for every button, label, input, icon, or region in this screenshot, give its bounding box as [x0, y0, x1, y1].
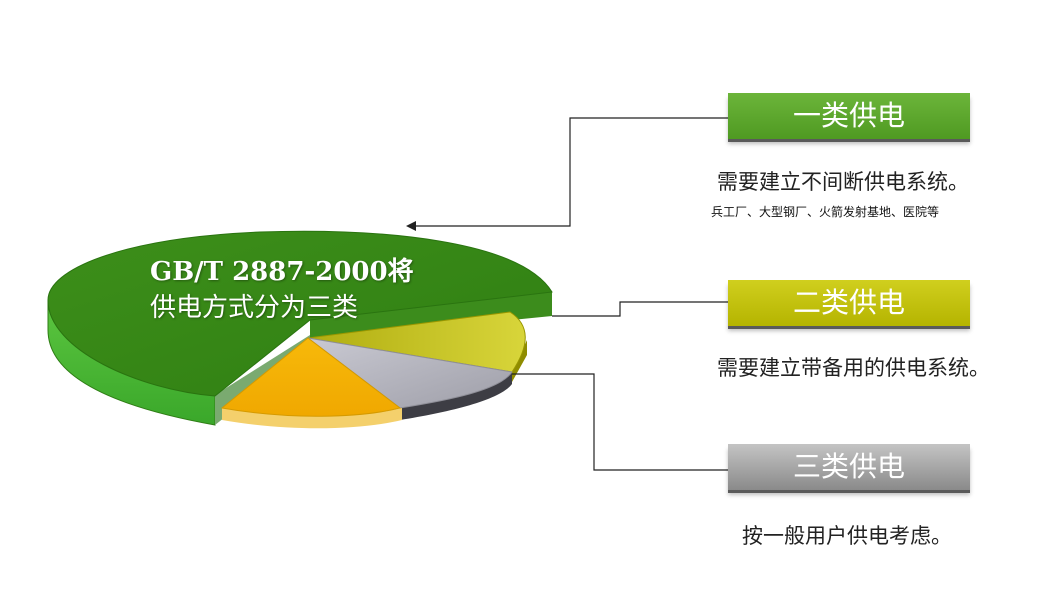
pie-slice-gold: [220, 337, 402, 417]
category-label-3: 三类供电: [728, 444, 970, 490]
connector-line-1: [412, 117, 730, 227]
pie-slice-olive: [307, 311, 526, 373]
category-label-1: 一类供电: [728, 93, 970, 139]
category-examples-1: 兵工厂、大型钢厂、火箭发射基地、医院等: [711, 205, 940, 219]
category-description-1: 需要建立不间断供电系统。: [717, 170, 969, 194]
category-description-2: 需要建立带备用的供电系统。: [717, 356, 990, 380]
category-label-2: 二类供电: [728, 280, 970, 326]
pie-caption-line-1: GB/T 2887-2000将: [150, 257, 414, 287]
pie-caption: GB/T 2887-2000将 供电方式分为三类: [150, 254, 440, 326]
pie-slice-green-rim: [310, 292, 552, 340]
arrow-head-icon: [406, 221, 416, 231]
pie-slice-silver-side: [400, 372, 512, 420]
pie-slice-green: [47, 230, 553, 397]
pie-caption-line-2: 供电方式分为三类: [150, 293, 359, 323]
category-description-3: 按一般用户供电考虑。: [742, 524, 952, 548]
connector-line-2: [552, 301, 730, 317]
pie-slice-gold-side: [222, 408, 402, 429]
connector-line-3: [512, 373, 730, 471]
pie-slice-silver: [307, 337, 513, 409]
